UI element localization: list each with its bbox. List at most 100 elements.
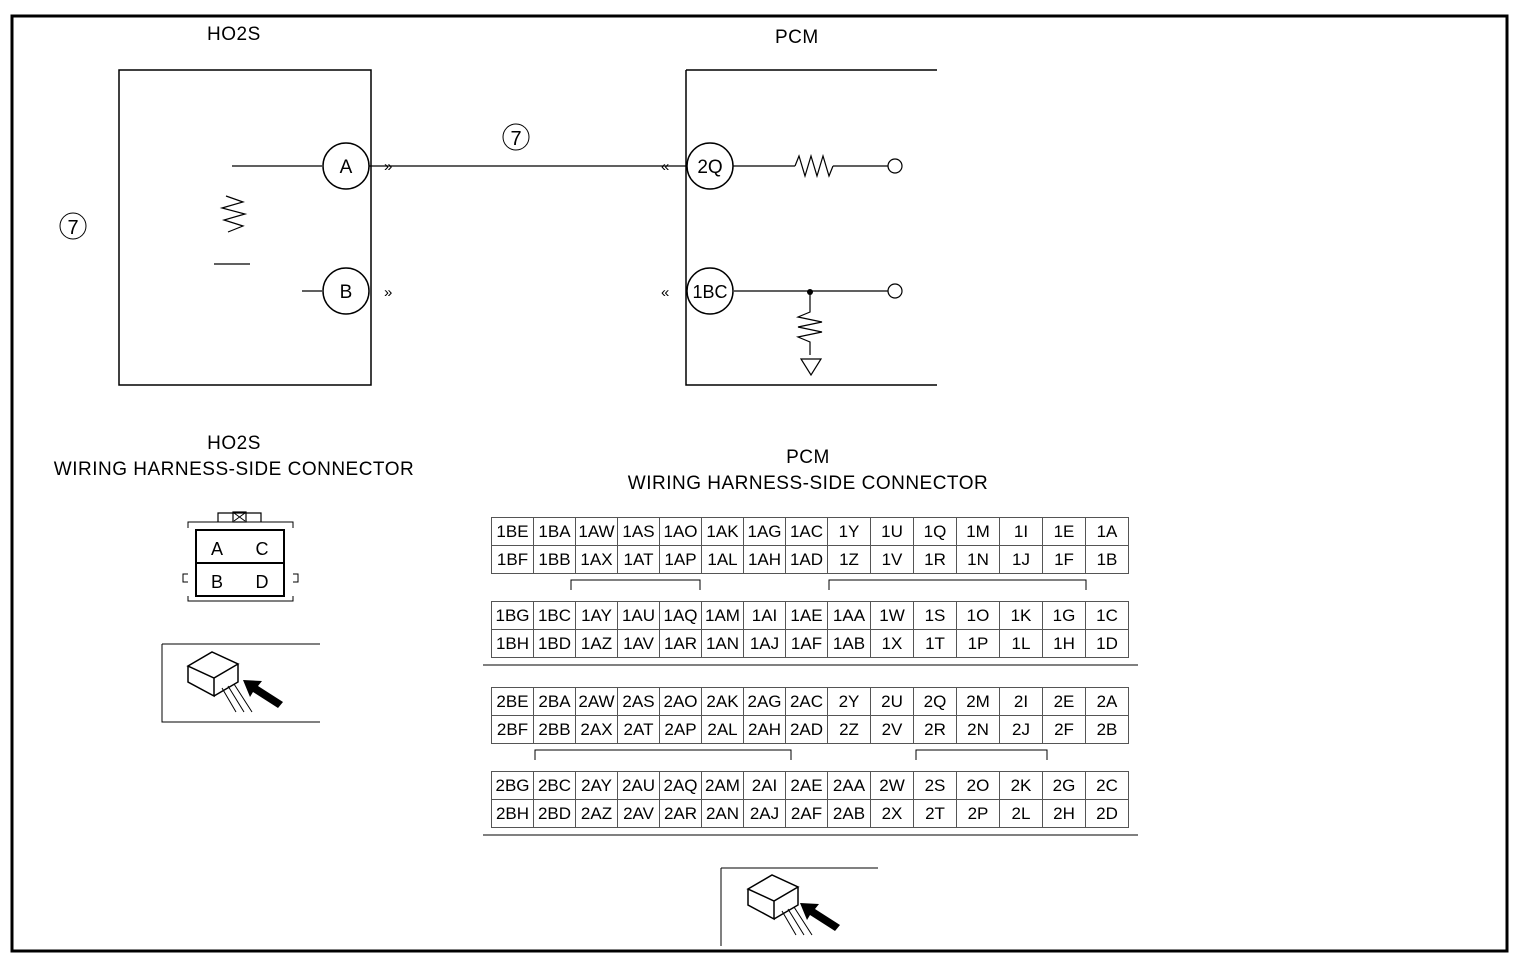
ho2s-connector-side-tabs [182, 573, 299, 583]
pcm-pin: 2A [1085, 687, 1129, 716]
pcm-pin: 1AB [827, 629, 871, 658]
pcm-pin: 1AN [701, 629, 744, 658]
pcm-pin: 1AL [701, 545, 744, 574]
ho2s-connector-latch [217, 512, 262, 522]
pcm-pin: 1J [999, 545, 1043, 574]
pcm-pin: 1BE [491, 517, 534, 546]
pcm-pin: 1M [956, 517, 1000, 546]
pcm-pin: 1AY [575, 601, 618, 630]
pcm-pin: 1AU [617, 601, 660, 630]
pcm-pin: 1BC [533, 601, 576, 630]
pcm-pin: 1AO [659, 517, 702, 546]
pcm-pin: 2AZ [575, 799, 618, 828]
pcm-pin: 2C [1085, 771, 1129, 800]
pcm-pin: 1AI [743, 601, 786, 630]
pcm-pin: 2AP [659, 715, 702, 744]
pcm-pin: 2AF [785, 799, 828, 828]
pcm-1bc-connector-icon: « [661, 284, 669, 301]
pcm-pin: 1AC [785, 517, 828, 546]
ho2s-connector-view-icon [161, 643, 320, 723]
pcm-pin: 2AE [785, 771, 828, 800]
pcm-pin: 1P [956, 629, 1000, 658]
ho2s-pin: A [211, 539, 223, 559]
ho2s-connector-shell [187, 521, 294, 602]
pcm-connector-title: PCM [786, 447, 830, 468]
pcm-pin: 2AV [617, 799, 660, 828]
ho2s-pin: B [211, 572, 223, 592]
pcm-1bc-terminal-icon [887, 283, 903, 299]
pcm-pin: 1T [913, 629, 957, 658]
pcm-pin: 2O [956, 771, 1000, 800]
ho2s-connector-title: HO2S [207, 433, 261, 454]
pcm-pin: 1AZ [575, 629, 618, 658]
pcm-pin: 2BC [533, 771, 576, 800]
pcm-pin: 2I [999, 687, 1043, 716]
pcm-pin: 2AD [785, 715, 828, 744]
ho2s-title: HO2S [207, 24, 261, 45]
pcm-pin: 1AA [827, 601, 871, 630]
pcm-pin: 2AO [659, 687, 702, 716]
pcm-pin: 2R [913, 715, 957, 744]
pcm-pin: 2BB [533, 715, 576, 744]
pcm-pin: 2B [1085, 715, 1129, 744]
pcm-pin: 1AD [785, 545, 828, 574]
side-marker-circle [59, 212, 87, 240]
ho2s-sensor-resistor-icon [219, 195, 248, 233]
pcm-pin: 2E [1042, 687, 1086, 716]
ho2s-connector-subtitle: WIRING HARNESS-SIDE CONNECTOR [53, 459, 415, 480]
ho2s-box [118, 69, 372, 386]
arrow-icon [800, 903, 840, 931]
pcm-pin: 1V [870, 545, 914, 574]
pcm-pin: 2AA [827, 771, 871, 800]
pcm-pin: 2L [999, 799, 1043, 828]
pcm-pin: 2AH [743, 715, 786, 744]
pcm-pin: 2K [999, 771, 1043, 800]
pcm-pin: 2Q [913, 687, 957, 716]
pcm-pin: 2M [956, 687, 1000, 716]
circuit-marker-circle [502, 123, 530, 151]
pcm-pin: 1BG [491, 601, 534, 630]
pcm-pin: 1C [1085, 601, 1129, 630]
pcm-pin: 1I [999, 517, 1043, 546]
pcm-pin: 1AV [617, 629, 660, 658]
pcm-pin: 1AF [785, 629, 828, 658]
pcm-block2-bracket-right [915, 749, 1048, 760]
pcm-pin: 1S [913, 601, 957, 630]
pcm-pin: 2W [870, 771, 914, 800]
pcm-terminal-1bc: 1BC [692, 282, 727, 302]
pcm-pin: 2AC [785, 687, 828, 716]
ho2s-terminal-a: A [340, 157, 353, 178]
pcm-pin: 2Z [827, 715, 871, 744]
pcm-pin: 1AM [701, 601, 744, 630]
pcm-pin: 1G [1042, 601, 1086, 630]
ground-icon [799, 358, 823, 377]
pcm-pin: 1AH [743, 545, 786, 574]
pcm-pin: 1B [1085, 545, 1129, 574]
pcm-pin: 2V [870, 715, 914, 744]
pcm-pin: 2F [1042, 715, 1086, 744]
pcm-pin: 1N [956, 545, 1000, 574]
pcm-pin: 1AE [785, 601, 828, 630]
ho2s-connector-key-x [233, 512, 246, 522]
pcm-pin: 2AS [617, 687, 660, 716]
pcm-pin: 1BH [491, 629, 534, 658]
pcm-pin: 2AB [827, 799, 871, 828]
pcm-pin: 2BA [533, 687, 576, 716]
pcm-pin: 1AG [743, 517, 786, 546]
pcm-pin: 1AR [659, 629, 702, 658]
pcm-pin: 2G [1042, 771, 1086, 800]
pcm-terminal-2q: 2Q [697, 157, 722, 178]
pcm-pin: 1AP [659, 545, 702, 574]
pcm-pin: 2AU [617, 771, 660, 800]
pcm-pin: 2AT [617, 715, 660, 744]
